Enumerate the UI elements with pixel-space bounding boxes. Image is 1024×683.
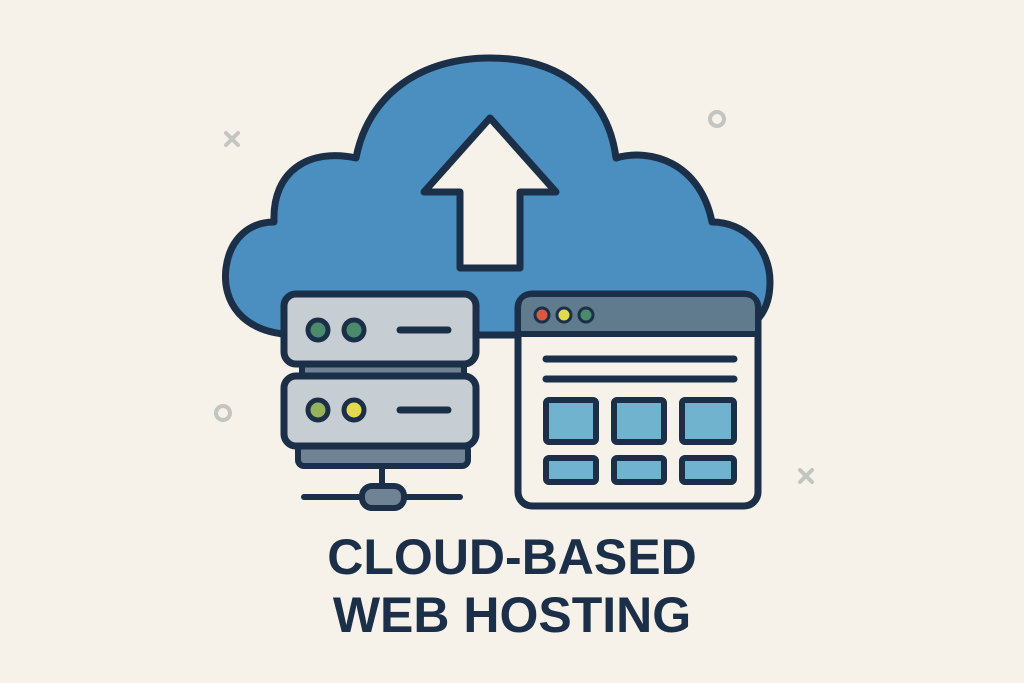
circle-mark-icon [708,110,726,128]
x-mark-icon [798,468,814,484]
server-icon [280,290,480,469]
network-icon [301,466,463,511]
x-mark-icon [224,131,240,147]
browser-window-icon [514,290,762,510]
upload-arrow-icon [420,114,560,272]
title-line-2: WEB HOSTING [332,587,692,643]
title-line-1: CLOUD-BASED [327,529,697,585]
circle-mark-icon [214,404,232,422]
